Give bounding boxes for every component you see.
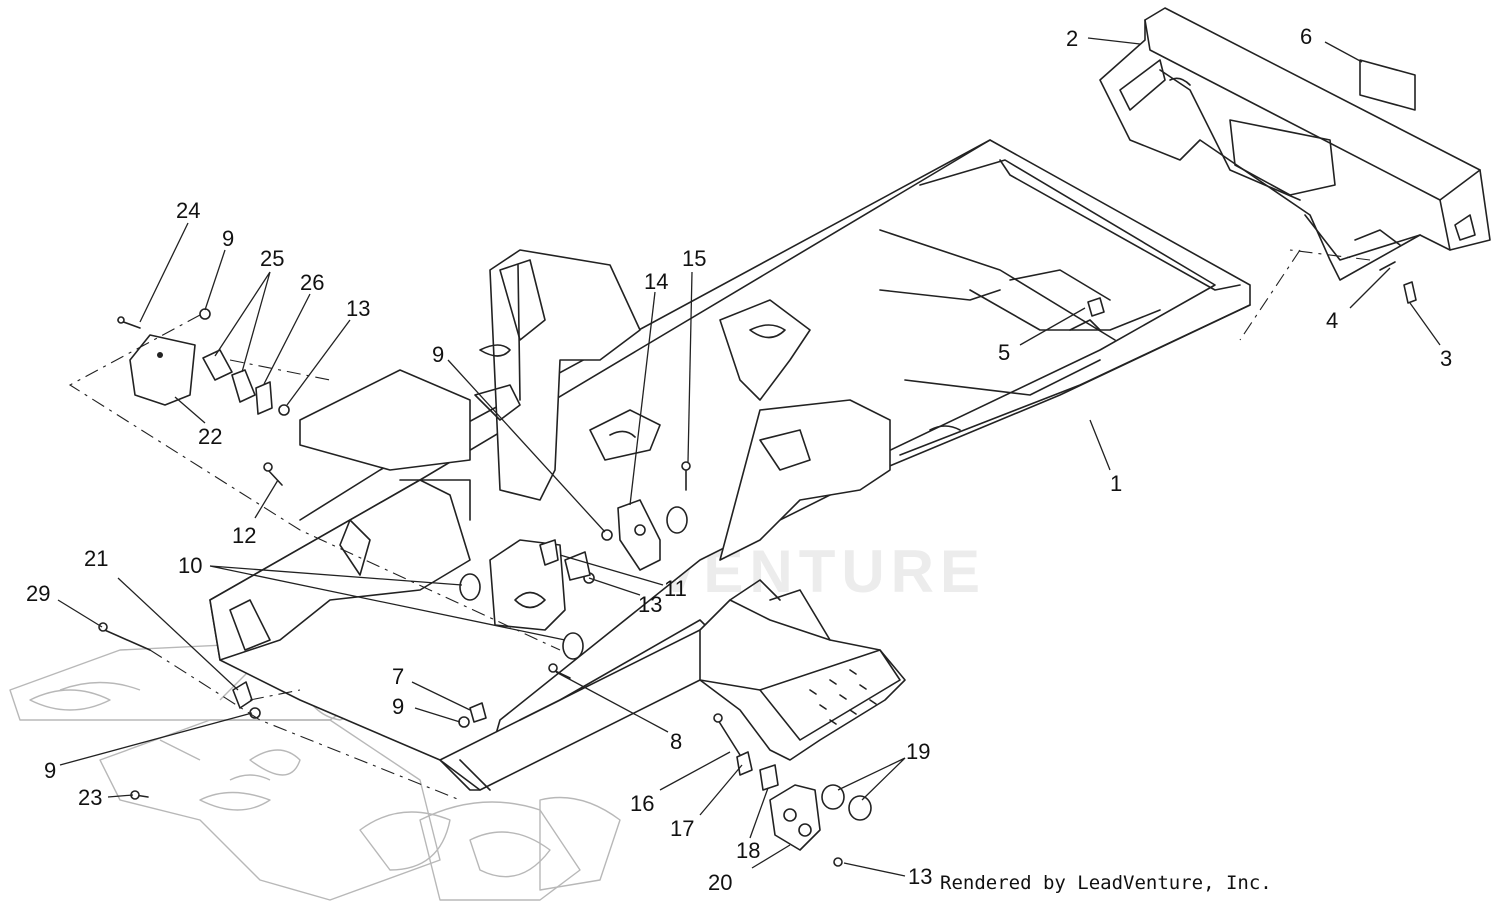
callout-17: 17 (670, 816, 694, 841)
callout-2: 2 (1066, 26, 1078, 51)
callout-15: 15 (682, 246, 706, 271)
callout-18: 18 (736, 838, 760, 863)
leader-lines (57, 37, 1441, 877)
callout-26: 26 (300, 270, 324, 295)
rendered-by-credit: Rendered by LeadVenture, Inc. (940, 872, 1272, 894)
callout-labels: 2 6 24 9 25 26 13 14 15 9 22 5 4 3 1 12 … (26, 24, 1452, 895)
callout-9: 9 (44, 758, 56, 783)
callout-7: 7 (392, 664, 404, 689)
callout-22: 22 (198, 424, 222, 449)
callout-5: 5 (998, 340, 1010, 365)
callout-13: 13 (346, 296, 370, 321)
callout-8: 8 (670, 729, 682, 754)
callout-20: 20 (708, 870, 732, 895)
callout-4: 4 (1326, 308, 1338, 333)
callout-1: 1 (1110, 471, 1122, 496)
callout-9: 9 (392, 694, 404, 719)
reference-lines (68, 249, 1371, 801)
callout-3: 3 (1440, 346, 1452, 371)
callout-23: 23 (78, 785, 102, 810)
hardware-parts (98, 261, 1417, 867)
callout-29: 29 (26, 581, 50, 606)
callout-10: 10 (178, 553, 202, 578)
callout-9: 9 (432, 342, 444, 367)
callout-25: 25 (260, 246, 284, 271)
callout-24: 24 (176, 198, 200, 223)
callout-21: 21 (84, 546, 108, 571)
callout-12: 12 (232, 523, 256, 548)
callout-16: 16 (630, 791, 654, 816)
callout-13: 13 (638, 592, 662, 617)
callout-19: 19 (906, 739, 930, 764)
footrest-platform (699, 579, 906, 761)
rear-hitch-assembly (1099, 7, 1491, 281)
callout-13: 13 (908, 864, 932, 889)
callout-9: 9 (222, 226, 234, 251)
callout-6: 6 (1300, 24, 1312, 49)
callout-11: 11 (664, 576, 687, 601)
main-frame (209, 139, 1251, 791)
callout-14: 14 (644, 269, 668, 294)
